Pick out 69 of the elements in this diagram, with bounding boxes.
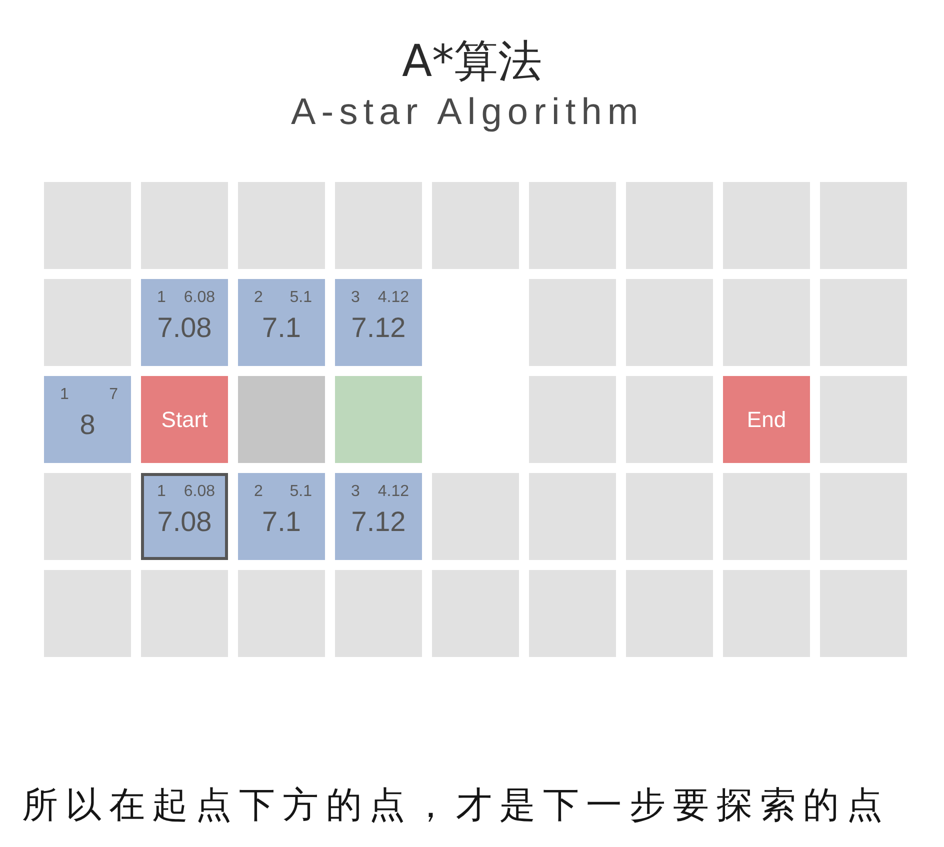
visited-cell: [238, 376, 325, 463]
grid-cell: [238, 182, 325, 269]
grid-cell: [432, 473, 519, 560]
f-cost: 7.12: [351, 312, 406, 343]
h-cost: 4.12: [378, 483, 409, 501]
grid-cell: [529, 473, 616, 560]
cell-label: Start: [161, 406, 208, 432]
g-cost: 1: [157, 483, 166, 501]
grid-cell: [820, 376, 907, 463]
grid-cell: [529, 570, 616, 657]
f-cost: 8: [80, 409, 96, 440]
grid-cell: [529, 376, 616, 463]
f-cost: 7.1: [262, 312, 301, 343]
grid-cell: [335, 570, 422, 657]
grid-cell: [626, 279, 713, 366]
title: A*算法: [402, 35, 542, 89]
h-cost: 6.08: [184, 483, 215, 501]
grid-cell: [44, 570, 131, 657]
scored-cell: [238, 279, 325, 366]
g-cost: 1: [157, 289, 166, 307]
grid-cell: [723, 473, 810, 560]
grid-cell: [723, 570, 810, 657]
grid-cell: [723, 182, 810, 269]
grid-cell: [626, 570, 713, 657]
grid-cell: [820, 279, 907, 366]
grid-cell: [626, 376, 713, 463]
endpoint-cell: [141, 376, 228, 463]
f-cost: 7.12: [351, 506, 406, 537]
f-cost: 7.08: [157, 312, 212, 343]
f-cost: 7.1: [262, 506, 301, 537]
grid-cell: [238, 570, 325, 657]
scored-cell: [141, 279, 228, 366]
grid-cell: [335, 182, 422, 269]
grid-cell: [820, 570, 907, 657]
g-cost: 3: [351, 289, 360, 307]
grid-cell: [44, 279, 131, 366]
g-cost: 2: [254, 483, 263, 501]
grid-cell: [820, 182, 907, 269]
h-cost: 5.1: [290, 289, 312, 307]
f-cost: 7.08: [157, 506, 212, 537]
subtitle: A-star Algorithm: [291, 90, 644, 134]
scored-cell: [335, 279, 422, 366]
grid-cell: [529, 279, 616, 366]
grid-cell: [432, 182, 519, 269]
cell-label: End: [746, 406, 786, 432]
endpoint-cell: [723, 376, 810, 463]
grid-cell: [723, 279, 810, 366]
scored-cell: [335, 473, 422, 560]
grid-cell: [820, 473, 907, 560]
g-cost: 3: [351, 483, 360, 501]
scored-cell: [44, 376, 131, 463]
h-cost: 6.08: [184, 289, 215, 307]
selected-cell: [141, 473, 228, 560]
h-cost: 5.1: [290, 483, 312, 501]
h-cost: 7: [109, 386, 118, 404]
caption: 所以在起点下方的点，才是下一步要探索的点: [22, 784, 890, 828]
g-cost: 1: [60, 386, 69, 404]
grid-cell: [529, 182, 616, 269]
grid-cell: [141, 570, 228, 657]
grid-cell: [432, 570, 519, 657]
grid-cell: [141, 182, 228, 269]
marked-cell: [335, 376, 422, 463]
grid-cell: [626, 473, 713, 560]
scored-cell: [238, 473, 325, 560]
g-cost: 2: [254, 289, 263, 307]
h-cost: 4.12: [378, 289, 409, 307]
grid-cell: [626, 182, 713, 269]
grid-cell: [44, 182, 131, 269]
grid-cell: [44, 473, 131, 560]
